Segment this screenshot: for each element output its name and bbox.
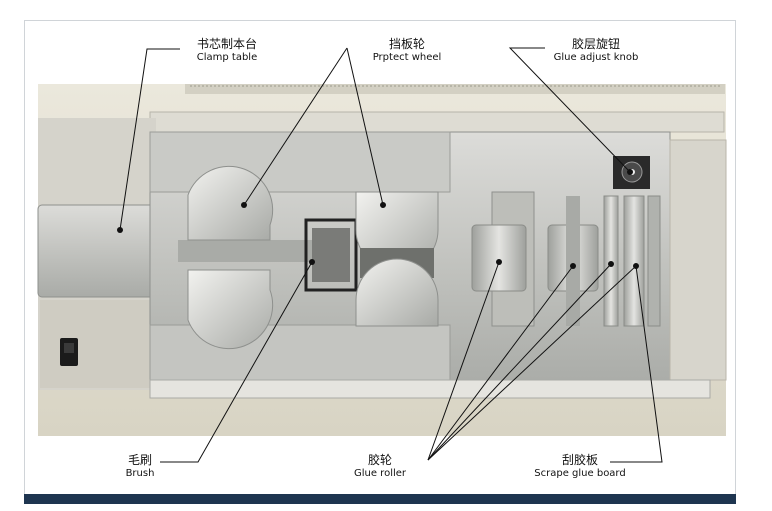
label-scrape-board-cn: 刮胶板 xyxy=(561,453,598,467)
label-protect-wheel-en: Prptect wheel xyxy=(372,51,442,63)
brush-frame xyxy=(304,218,358,292)
label-brush-en: Brush xyxy=(125,467,155,479)
leader-clamp-table xyxy=(119,48,180,231)
leader-scrape-board xyxy=(610,265,663,463)
top-rail xyxy=(149,111,725,133)
label-protect-wheel: 挡板轮 Prptect wheel xyxy=(352,37,462,63)
leader-glue-roller-b xyxy=(427,265,574,461)
label-brush: 毛刷 Brush xyxy=(112,453,168,479)
right-cabinet xyxy=(669,139,727,381)
clamp-arm xyxy=(178,240,318,262)
leader-protect-wheel-a xyxy=(243,47,348,206)
label-scrape-board: 刮胶板 Scrape glue board xyxy=(520,453,640,479)
top-vent-strip xyxy=(185,84,725,94)
leader-brush xyxy=(160,261,313,463)
label-glue-knob-cn: 胶层旋钮 xyxy=(571,37,620,51)
leader-glue-knob xyxy=(508,47,631,173)
switch-panel xyxy=(40,300,152,388)
leader-glue-roller-d xyxy=(427,265,637,461)
scrape-column-3 xyxy=(647,195,661,327)
label-scrape-board-en: Scrape glue board xyxy=(534,467,626,479)
glue-roller-2-shaft xyxy=(566,196,580,326)
label-clamp-table-cn: 书芯制本台 xyxy=(196,37,257,51)
label-clamp-table-en: Clamp table xyxy=(196,51,258,63)
label-glue-knob: 胶层旋钮 Glue adjust knob xyxy=(536,37,656,63)
label-glue-roller: 胶轮 Glue roller xyxy=(338,453,422,479)
bottom-bar xyxy=(24,494,736,504)
leader-glue-roller-a xyxy=(427,261,500,461)
leader-protect-wheel-b xyxy=(346,47,384,206)
scrape-column-2 xyxy=(623,195,645,327)
clamp-disc-bottom xyxy=(187,269,274,350)
bed-lower-plate xyxy=(149,324,451,386)
label-glue-roller-en: Glue roller xyxy=(353,467,407,479)
label-glue-roller-cn: 胶轮 xyxy=(367,453,392,467)
leader-glue-roller-c xyxy=(427,263,612,461)
label-glue-knob-en: Glue adjust knob xyxy=(553,51,639,63)
label-protect-wheel-cn: 挡板轮 xyxy=(388,37,425,51)
brush-bristles xyxy=(312,228,350,282)
leader-lines xyxy=(119,47,663,463)
glue-roller-1 xyxy=(471,224,527,292)
leader-dots xyxy=(117,169,639,269)
label-clamp-table: 书芯制本台 Clamp table xyxy=(172,37,282,63)
bottom-tray xyxy=(149,379,711,399)
label-brush-cn: 毛刷 xyxy=(127,453,152,467)
clamp-disc-top xyxy=(187,165,274,241)
power-switch-rocker xyxy=(64,343,74,353)
protect-wheel-bottom xyxy=(355,258,439,327)
